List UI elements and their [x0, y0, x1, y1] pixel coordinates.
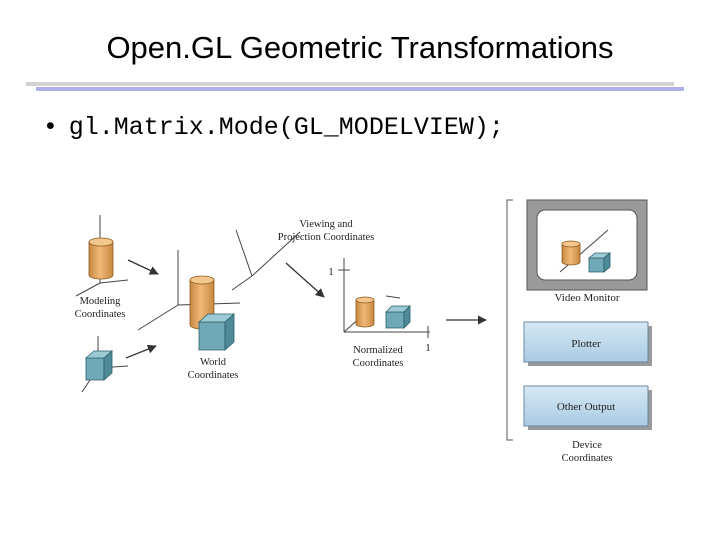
modeling-label-line2: Coordinates [75, 309, 126, 320]
world-group [137, 250, 241, 351]
world-label-line1: World [200, 357, 227, 368]
device-bracket [506, 199, 513, 441]
slide-title: Open.GL Geometric Transformations [106, 30, 614, 65]
title-rule [26, 82, 684, 91]
world-label-line2: Coordinates [188, 370, 239, 381]
normalized-label-line2: Coordinates [353, 358, 404, 369]
plotter-box [523, 321, 649, 363]
video-monitor-label: Video Monitor [554, 292, 619, 304]
viewing-axes [231, 229, 301, 291]
modeling-cube-group [81, 336, 129, 393]
device-label-line1: Device [572, 440, 602, 451]
viewing-label-line2: Projection Coordinates [278, 232, 375, 243]
modeling-label-line1: Modeling [80, 296, 122, 307]
modeling-to-world-arrow-bottom [125, 344, 157, 359]
modeling-to-world-arrow-top [127, 259, 159, 275]
bullet-item: • gl.Matrix.Mode(GL_MODELVIEW); [46, 112, 504, 142]
bullet-dot: • [46, 112, 55, 140]
video-monitor [526, 199, 648, 291]
bullet-code: gl.Matrix.Mode(GL_MODELVIEW); [68, 113, 504, 142]
viewing-label-line1: Viewing and [299, 219, 353, 230]
normalized-axis-x-tick: 1 [425, 342, 431, 354]
other-output-label: Other Output [557, 401, 615, 413]
device-label-line2: Coordinates [562, 453, 613, 464]
modeling-cylinder-group [75, 215, 129, 297]
viewing-to-normalized-arrow [285, 262, 325, 298]
other-output-box [523, 385, 649, 427]
normalized-axis-y-tick: 1 [328, 266, 334, 278]
plotter-label: Plotter [571, 338, 601, 350]
normalized-label-line1: Normalized [353, 345, 403, 356]
normalized-group [338, 258, 430, 338]
